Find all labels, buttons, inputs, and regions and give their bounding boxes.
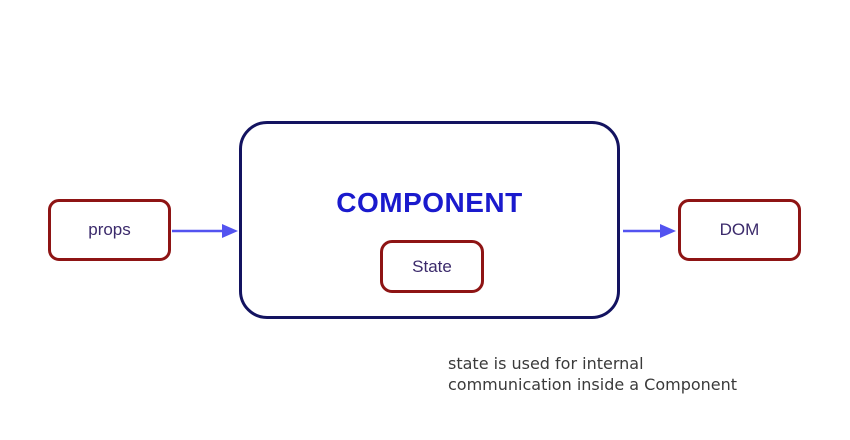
dom-node: DOM	[678, 199, 801, 261]
props-label: props	[88, 220, 131, 239]
arrow-props-to-component	[172, 224, 238, 238]
caption: state is used for internal communication…	[448, 353, 737, 395]
arrow-component-to-dom	[623, 224, 676, 238]
dom-label: DOM	[719, 220, 760, 239]
caption-line-1: state is used for internal	[448, 354, 644, 373]
props-node: props	[48, 199, 171, 261]
caption-line-2: communication inside a Component	[448, 375, 738, 394]
state-label: State	[412, 256, 452, 276]
state-node: State	[380, 240, 484, 293]
component-title: COMPONENT	[336, 187, 523, 218]
component-node: COMPONENT State	[239, 121, 620, 319]
